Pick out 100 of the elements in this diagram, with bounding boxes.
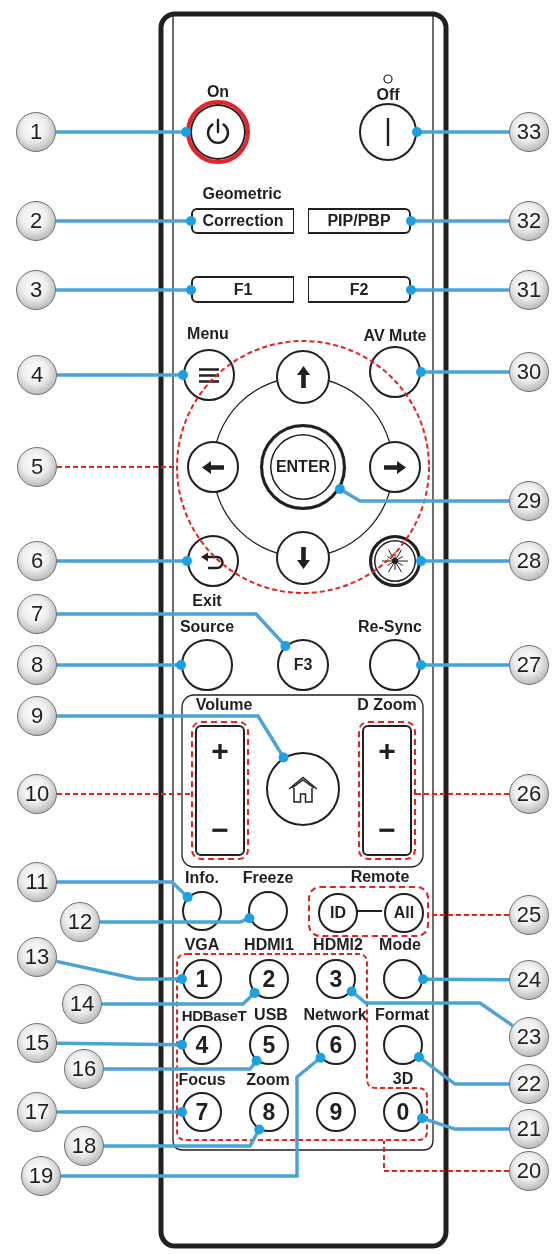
leader-line xyxy=(57,612,291,651)
round-button xyxy=(369,639,421,691)
round-button xyxy=(187,535,239,587)
button-label: VGA xyxy=(184,937,220,953)
callout-number: 30 xyxy=(509,352,549,392)
callout-number: 12 xyxy=(60,902,100,942)
button-label: Off xyxy=(376,87,400,103)
button-label: Exit xyxy=(192,593,222,609)
leader-line xyxy=(417,1113,509,1131)
keypad-button: 0 xyxy=(383,1092,423,1132)
enter-button: ENTER xyxy=(260,424,346,510)
callout-number: 13 xyxy=(17,937,57,977)
leader-line xyxy=(56,1039,187,1050)
callout-number: 19 xyxy=(21,1156,61,1196)
leader-line xyxy=(406,216,509,226)
leader-line xyxy=(406,285,509,295)
callout-number: 6 xyxy=(17,541,57,581)
callout-number: 11 xyxy=(17,862,57,902)
key-symbol: − xyxy=(378,815,396,845)
callout-number: 14 xyxy=(62,984,102,1024)
callout-number: 28 xyxy=(509,541,549,581)
leader-line xyxy=(416,660,509,670)
button-label: Freeze xyxy=(242,870,294,886)
round-button: ID xyxy=(318,893,358,933)
key-symbol: + xyxy=(211,736,229,766)
callout-number: 32 xyxy=(509,201,549,241)
button-label: HDMI2 xyxy=(313,937,363,953)
leader-line xyxy=(418,974,509,985)
leader-line xyxy=(416,556,509,566)
callout-number: 1 xyxy=(16,112,56,152)
leader-line xyxy=(57,660,186,670)
button-label: Remote xyxy=(350,869,410,885)
keypad-button: 8 xyxy=(249,1092,289,1132)
bar-button: F2 xyxy=(308,276,411,303)
round-button xyxy=(248,891,288,931)
button-label: Source xyxy=(179,619,235,635)
dashed-highlight-outline xyxy=(308,886,429,937)
callout-number: 7 xyxy=(17,594,57,634)
button-label: Geometric xyxy=(202,186,282,202)
round-button xyxy=(187,441,239,493)
button-label: Re-Sync xyxy=(358,619,422,635)
round-button xyxy=(383,1025,423,1065)
callout-number: 18 xyxy=(64,1126,104,1166)
callout-number: 20 xyxy=(509,1151,549,1191)
keypad-button: 9 xyxy=(316,1092,356,1132)
button-label: AV Mute xyxy=(363,328,427,344)
dashed-leader-line xyxy=(56,466,177,468)
round-button xyxy=(359,103,417,161)
leader-line xyxy=(57,880,193,903)
callout-number: 17 xyxy=(17,1092,57,1132)
button-label: 3D xyxy=(392,1071,414,1087)
callout-number: 9 xyxy=(17,696,57,736)
leader-line xyxy=(56,216,196,226)
keypad-button: 7 xyxy=(182,1092,222,1132)
callout-number: 27 xyxy=(509,645,549,685)
keypad-button: 2 xyxy=(249,959,289,999)
leader-line xyxy=(57,1107,187,1117)
callout-number: 3 xyxy=(16,270,56,310)
keypad-button: 6 xyxy=(316,1025,356,1065)
round-button xyxy=(181,639,233,691)
leader-line xyxy=(56,127,191,137)
leader-line xyxy=(102,987,260,1006)
button-label: Network xyxy=(303,1007,367,1023)
round-button: F3 xyxy=(277,639,329,691)
leader-line xyxy=(104,1055,262,1071)
bar-button: F1 xyxy=(191,276,294,303)
round-button xyxy=(276,531,330,585)
keypad-button: 4 xyxy=(182,1025,222,1065)
leader-line xyxy=(57,556,192,566)
button-label: Menu xyxy=(187,326,229,342)
callout-number: 2 xyxy=(16,201,56,241)
leader-line xyxy=(57,714,289,763)
button-label: D Zoom xyxy=(357,697,417,713)
callout-number: 8 xyxy=(17,645,57,685)
callout-number: 31 xyxy=(509,270,549,310)
key-symbol: + xyxy=(378,736,396,766)
round-button xyxy=(369,441,421,493)
keypad-button: 5 xyxy=(249,1025,289,1065)
leader-line xyxy=(61,1052,326,1178)
round-button xyxy=(183,349,235,401)
callout-number: 4 xyxy=(17,355,57,395)
round-button: All xyxy=(384,893,424,933)
callout-number: 25 xyxy=(509,895,549,935)
button-label: Format xyxy=(374,1007,430,1023)
callout-number: 10 xyxy=(17,774,57,814)
dashed-leader-line xyxy=(415,793,510,795)
leader-line xyxy=(56,959,187,984)
callout-number: 21 xyxy=(509,1109,549,1149)
leader-line xyxy=(104,1124,265,1148)
round-button xyxy=(276,350,330,404)
leader-line xyxy=(100,913,255,924)
leader-line xyxy=(57,370,188,380)
button-label: Zoom xyxy=(246,1072,290,1088)
leader-line xyxy=(56,285,196,295)
callout-number: 16 xyxy=(64,1049,104,1089)
button-label: Focus xyxy=(178,1072,226,1088)
button-label: Volume xyxy=(195,697,253,713)
bar-button: Correction xyxy=(191,208,294,234)
callout-number: 15 xyxy=(17,1023,57,1063)
round-button xyxy=(369,346,421,398)
